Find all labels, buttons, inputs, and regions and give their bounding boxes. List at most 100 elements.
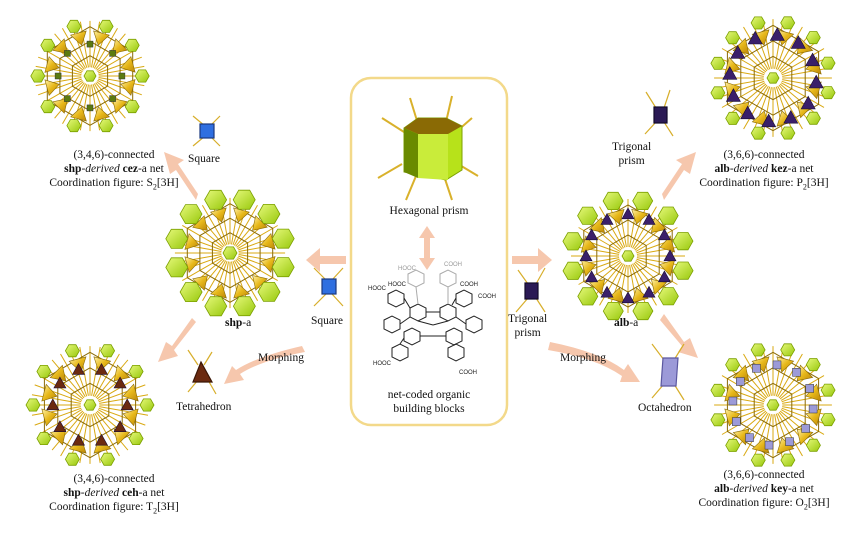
net-accent	[585, 270, 599, 283]
net-strut	[95, 411, 129, 451]
net-triangle	[588, 216, 605, 234]
net-strut	[782, 406, 832, 416]
net-triangle	[607, 208, 625, 225]
net-accent	[800, 95, 816, 110]
net-triangle	[184, 233, 200, 250]
net-hexagon	[40, 38, 56, 52]
net-accent	[740, 105, 756, 120]
ceh-line2: shp-derived ceh-a net	[63, 487, 165, 499]
net-strut	[599, 263, 624, 306]
net-triangle	[659, 259, 676, 277]
label-ceh-net: (3,4,6)-connected shp-derived ceh-a net …	[14, 472, 214, 515]
net-hexagon	[562, 261, 584, 280]
label-obb: net-coded organic building blocks	[369, 388, 489, 416]
net-strut	[778, 359, 812, 399]
net-triangle	[52, 38, 68, 54]
net-strut	[775, 86, 794, 134]
net-accent	[764, 440, 774, 450]
net-accent	[113, 420, 127, 433]
net-strut	[778, 32, 812, 72]
net-accent	[94, 433, 109, 446]
net-hexagon	[780, 16, 796, 30]
net-accent	[657, 270, 671, 283]
net-accent	[805, 52, 821, 67]
net-strut	[734, 359, 768, 399]
net-strut	[591, 211, 623, 250]
net-accent	[790, 35, 806, 49]
net-accent	[657, 228, 671, 241]
arrow-alb-to-key	[660, 314, 698, 358]
arrow-shp-to-cez	[164, 152, 198, 200]
square-icon-mid	[313, 267, 344, 307]
net-strut	[233, 205, 258, 246]
net-strut	[780, 375, 825, 401]
net-strut	[743, 353, 769, 398]
net-hexagon	[124, 38, 140, 52]
net-center-hexagon	[83, 399, 97, 411]
net-hexagon	[165, 228, 189, 249]
net-strut	[782, 394, 832, 404]
label-morphing-right: Morphing	[560, 352, 606, 364]
net-hexagon	[725, 358, 741, 372]
net-hexagon	[710, 56, 726, 70]
net-hexagon	[64, 344, 80, 358]
net-hexagon	[632, 301, 654, 321]
net-strut	[775, 413, 794, 461]
net-accent	[736, 377, 745, 386]
net-accent	[86, 40, 94, 48]
net-accent	[642, 285, 656, 298]
net-hexagon	[232, 296, 256, 317]
net-ring	[70, 382, 110, 428]
label-kez-net: (3,6,6)-connected alb-derived kez-a net …	[664, 148, 864, 191]
net-strut	[714, 79, 764, 89]
net-hexagon	[820, 413, 836, 427]
net-strut	[734, 411, 768, 451]
net-accent	[113, 376, 127, 389]
net-strut	[93, 83, 119, 124]
net-strut	[752, 86, 771, 134]
net-accent	[600, 285, 614, 298]
net-ring	[199, 217, 261, 289]
obb-line2: building blocks	[393, 403, 465, 415]
hooc-label-2: HOOC	[388, 282, 407, 288]
net-accent	[772, 360, 782, 370]
net-hexagon	[750, 343, 766, 357]
net-strut	[743, 26, 769, 71]
net-hexagon	[204, 296, 228, 317]
net-triangle	[68, 356, 87, 373]
net-hexagon	[165, 257, 189, 278]
net-accent	[53, 376, 67, 389]
net-hexagon	[100, 344, 116, 358]
net-strut	[61, 28, 87, 69]
label-octahedron: Octahedron	[638, 402, 692, 414]
net-triangle	[93, 106, 111, 122]
net-triangle	[122, 408, 139, 427]
net-hexagon	[750, 126, 766, 140]
net-triangle	[120, 55, 136, 73]
net-accent	[64, 95, 71, 102]
net-accent	[621, 291, 635, 304]
net-accent	[730, 45, 746, 59]
net-accent	[761, 113, 777, 128]
net-accent	[732, 417, 741, 426]
net-hexagon	[672, 232, 694, 251]
net-triangle	[580, 235, 597, 253]
hooc-label-3: HOOC	[373, 361, 392, 367]
net-hexagon	[820, 86, 836, 100]
net-hexagon	[179, 204, 203, 225]
net-triangle	[44, 79, 60, 97]
net-triangle	[70, 106, 87, 122]
net-accent	[728, 396, 738, 406]
net-hexagon	[98, 19, 114, 33]
cez-line1: (3,4,6)-connected	[73, 149, 155, 161]
net-accent	[109, 50, 116, 57]
kez-a-net-structure	[710, 16, 836, 140]
net-strut	[95, 359, 129, 399]
net-triangle	[93, 30, 110, 46]
net-hexagon	[66, 119, 82, 133]
net-triangle	[607, 287, 625, 304]
net-accent	[805, 384, 814, 393]
net-hexagon	[204, 189, 228, 210]
